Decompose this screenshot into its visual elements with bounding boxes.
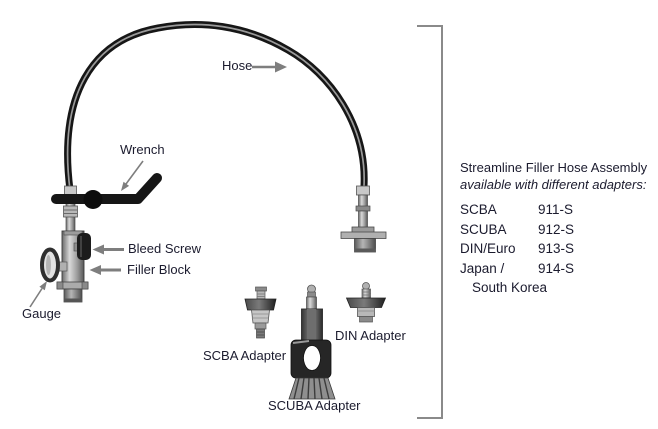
gauge-drawing xyxy=(40,247,68,283)
hose-end-fitting-drawing xyxy=(340,185,387,253)
bleed-screw-drawing xyxy=(73,233,91,260)
callout-arrows xyxy=(29,61,287,308)
info-panel-title: Streamline Filler Hose Assembly xyxy=(460,160,648,175)
adapter-name: SCUBA xyxy=(460,221,507,237)
hose-drawing xyxy=(64,21,368,194)
filler-block-arrow xyxy=(89,265,121,275)
adapter-model: 912-S xyxy=(538,221,575,237)
scuba-adapter-drawing xyxy=(288,284,336,400)
adapter-model: 913-S xyxy=(538,241,575,256)
adapter-model: 914-S xyxy=(538,260,575,276)
info-panel-subtitle: available with different adapters: xyxy=(460,177,647,192)
gauge-arrow xyxy=(29,281,47,308)
adapter-row-scuba: SCUBA 912-S xyxy=(460,220,656,240)
adapter-name: DIN/Euro xyxy=(460,241,516,256)
din-adapter-drawing xyxy=(345,282,387,323)
hose-label: Hose xyxy=(222,58,253,73)
adapter-row-japan: Japan / 914-S xyxy=(460,259,656,279)
adapter-name: South Korea xyxy=(472,280,548,295)
scba-adapter-drawing xyxy=(244,286,277,339)
adapter-row-south-korea: South Korea xyxy=(460,278,656,298)
gauge-label: Gauge xyxy=(22,306,62,321)
filler-block-label: Filler Block xyxy=(127,262,191,277)
scuba-adapter-label: SCUBA Adapter xyxy=(268,398,361,413)
adapter-row-scba: SCBA 911-S xyxy=(460,200,656,220)
adapter-row-din-euro: DIN/Euro 913-S xyxy=(460,239,656,259)
adapter-name: SCBA xyxy=(460,202,497,217)
wrench-label: Wrench xyxy=(120,142,165,157)
wrench-drawing xyxy=(51,173,162,209)
info-panel: Streamline Filler Hose Assembly availabl… xyxy=(460,159,656,298)
bleed-screw-label: Bleed Screw xyxy=(128,241,201,256)
bracket xyxy=(417,25,443,419)
hose-arrow xyxy=(252,61,287,73)
scba-adapter-label: SCBA Adapter xyxy=(203,348,287,363)
bleed-screw-arrow xyxy=(92,244,124,255)
wrench-arrow xyxy=(121,160,144,191)
adapter-model-table: SCBA 911-S SCUBA 912-S DIN/Euro 913-S Japan… xyxy=(460,200,656,298)
adapter-model: 911-S xyxy=(538,202,574,217)
din-adapter-label: DIN Adapter xyxy=(335,328,406,343)
adapter-name: Japan / xyxy=(460,260,505,276)
